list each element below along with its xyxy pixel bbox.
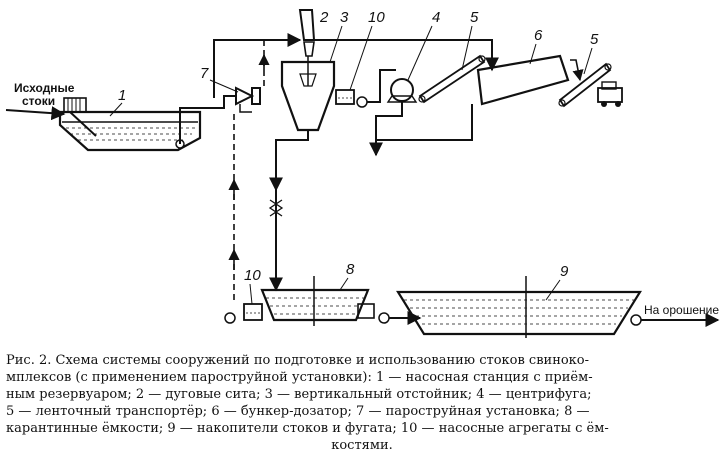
caption-line-6: костями.	[331, 438, 393, 453]
label-7: 7	[200, 65, 209, 82]
vertical-settler: 3	[268, 9, 349, 270]
caption-line-2: мплексов (с применением пароструйной уст…	[6, 370, 593, 385]
quarantine-tank: 8	[260, 261, 370, 326]
label-9: 9	[560, 263, 569, 280]
hopper-batcher: 6	[476, 27, 570, 106]
to-irrigation-label: На орошение	[644, 303, 719, 317]
centrifuge: 4	[369, 9, 473, 157]
source-label-line2: стоки	[22, 94, 55, 108]
belt-conveyor-2: 5	[558, 31, 612, 108]
arc-screens: 2	[298, 9, 329, 57]
caption-line-4: 5 — ленточный транспортёр; 6 — бункер-до…	[6, 404, 590, 419]
pump-unit-lower: 10	[224, 267, 263, 324]
caption-line-3: ным резервуаром; 2 — дуговые сита; 3 — в…	[6, 387, 592, 402]
label-3: 3	[340, 9, 349, 26]
steam-jet-unit: 7	[200, 33, 302, 113]
label-2: 2	[319, 9, 329, 26]
caption-line-1: Рис. 2. Схема системы сооружений по подг…	[6, 353, 590, 368]
treatment-scheme-diagram: Исходные стоки 1 7 2	[5, 9, 720, 338]
pumping-station-tank: 1	[58, 87, 236, 152]
source-inflow: Исходные стоки	[5, 81, 75, 121]
label-10-upper: 10	[368, 9, 385, 26]
source-label-line1: Исходные	[14, 81, 75, 95]
label-5b: 5	[590, 31, 599, 48]
irrigation-outflow: На орошение	[630, 303, 720, 327]
label-6: 6	[534, 27, 543, 44]
label-10-lower: 10	[244, 267, 261, 284]
steam-lines	[228, 40, 270, 300]
label-8: 8	[346, 261, 355, 278]
label-4: 4	[432, 9, 440, 26]
storage-tank: 9	[396, 263, 642, 338]
belt-conveyor-1: 5	[314, 9, 499, 104]
figure-caption: Рис. 2. Схема системы сооружений по подг…	[6, 352, 718, 454]
label-5a: 5	[470, 9, 479, 26]
caption-line-5: карантинные ёмкости; 9 — накопители сток…	[6, 421, 609, 436]
truck-icon	[597, 81, 623, 107]
pump-unit-upper: 10	[335, 9, 396, 108]
label-1: 1	[118, 87, 126, 104]
